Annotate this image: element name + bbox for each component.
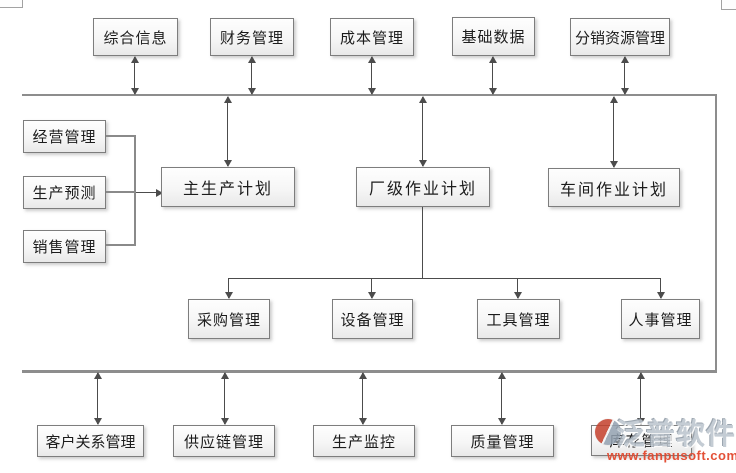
- node-master-production-plan: 主生产计划: [161, 167, 295, 207]
- node-personnel-management-label: 人事管理: [628, 312, 693, 329]
- node-quality-management-label: 质量管理: [470, 434, 535, 451]
- arrow-comprehensive-info-bus: [130, 56, 139, 95]
- arrow-bus-supply-chain: [220, 372, 229, 425]
- watermark-brand: 泛普软件: [616, 419, 736, 451]
- arrow-bus-workshop-operation-plan: [609, 96, 618, 168]
- node-inventory-management-label: 库存管理: [609, 434, 674, 450]
- feed-line-factory-plan: [422, 207, 423, 278]
- cropped-box-top-left: [0, 0, 23, 8]
- node-supply-chain-management: 供应链管理: [173, 425, 275, 457]
- arrow-into-master-production-plan: [136, 188, 163, 197]
- arrow-bus-quality: [497, 372, 506, 425]
- stub-sales-management: [106, 244, 136, 246]
- arrow-bus-factory-operation-plan: [418, 96, 427, 167]
- arrow-bus-inventory: [636, 372, 645, 425]
- node-basic-data-label: 基础数据: [461, 30, 526, 46]
- node-procurement-management-label: 采购管理: [196, 312, 261, 329]
- node-procurement-management: 采购管理: [188, 299, 270, 339]
- node-master-production-plan-label: 主生产计划: [182, 181, 273, 198]
- arrow-financial-management-bus: [247, 56, 256, 95]
- node-personnel-management: 人事管理: [621, 299, 700, 339]
- node-distribution-resource-management: 分销资源管理: [570, 18, 670, 56]
- arrow-bus-master-production-plan: [223, 96, 232, 167]
- stub-production-forecast: [106, 191, 136, 193]
- watermark-url: www.fanpusoft.com: [607, 448, 736, 463]
- node-cost-management: 成本管理: [330, 18, 414, 56]
- node-factory-level-operation-plan-label: 厂级作业计划: [368, 181, 477, 198]
- arrow-into-equipment: [367, 278, 376, 299]
- arrow-distribution-resource-bus: [620, 56, 629, 95]
- node-business-management: 经营管理: [23, 120, 106, 153]
- input-collector-line: [134, 135, 136, 246]
- node-sales-management: 销售管理: [23, 230, 106, 263]
- stub-business-management: [106, 135, 136, 137]
- node-production-monitoring-label: 生产监控: [331, 434, 396, 451]
- node-distribution-resource-management-label: 分销资源管理: [574, 30, 665, 47]
- node-customer-relationship-management: 客户关系管理: [37, 425, 144, 457]
- node-financial-management-label: 财务管理: [219, 30, 284, 47]
- node-factory-level-operation-plan: 厂级作业计划: [356, 167, 490, 207]
- node-business-management-label: 经营管理: [32, 130, 97, 146]
- arrow-into-tools: [513, 278, 522, 299]
- node-sales-management-label: 销售管理: [32, 240, 97, 256]
- node-financial-management: 财务管理: [210, 18, 294, 56]
- node-comprehensive-info-label: 综合信息: [103, 30, 168, 47]
- distribution-line: [228, 278, 661, 279]
- arrow-cost-management-bus: [367, 56, 376, 95]
- node-comprehensive-info: 综合信息: [93, 18, 178, 56]
- arrow-basic-data-bus: [488, 56, 497, 95]
- node-quality-management: 质量管理: [451, 425, 554, 457]
- watermark: 泛普软件 www.fanpusoft.com: [595, 414, 736, 463]
- node-production-monitoring: 生产监控: [313, 425, 415, 457]
- node-basic-data: 基础数据: [452, 17, 535, 56]
- node-workshop-operation-plan: 车间作业计划: [548, 168, 680, 207]
- arrow-into-procurement: [224, 278, 233, 299]
- node-production-forecast: 生产预测: [23, 176, 106, 209]
- arrow-into-personnel: [656, 278, 665, 299]
- node-tool-management: 工具管理: [477, 299, 560, 339]
- arrow-bus-production-monitoring: [358, 372, 367, 425]
- fanpu-logo-icon: [595, 419, 621, 445]
- bus-top-line: [22, 94, 717, 96]
- bus-bottom-line: [22, 370, 717, 373]
- arrow-bus-crm: [93, 372, 102, 425]
- node-workshop-operation-plan-label: 车间作业计划: [559, 181, 668, 199]
- node-production-forecast-label: 生产预测: [32, 186, 97, 202]
- watermark-brand-row: 泛普软件: [595, 414, 736, 451]
- node-cost-management-label: 成本管理: [339, 30, 404, 47]
- node-supply-chain-management-label: 供应链管理: [183, 434, 264, 451]
- node-tool-management-label: 工具管理: [486, 312, 551, 329]
- node-equipment-management: 设备管理: [332, 299, 413, 339]
- cropped-box-top-right: [721, 0, 736, 10]
- node-customer-relationship-management-label: 客户关系管理: [45, 434, 136, 451]
- node-equipment-management-label: 设备管理: [340, 312, 405, 329]
- bus-right-line: [715, 94, 717, 372]
